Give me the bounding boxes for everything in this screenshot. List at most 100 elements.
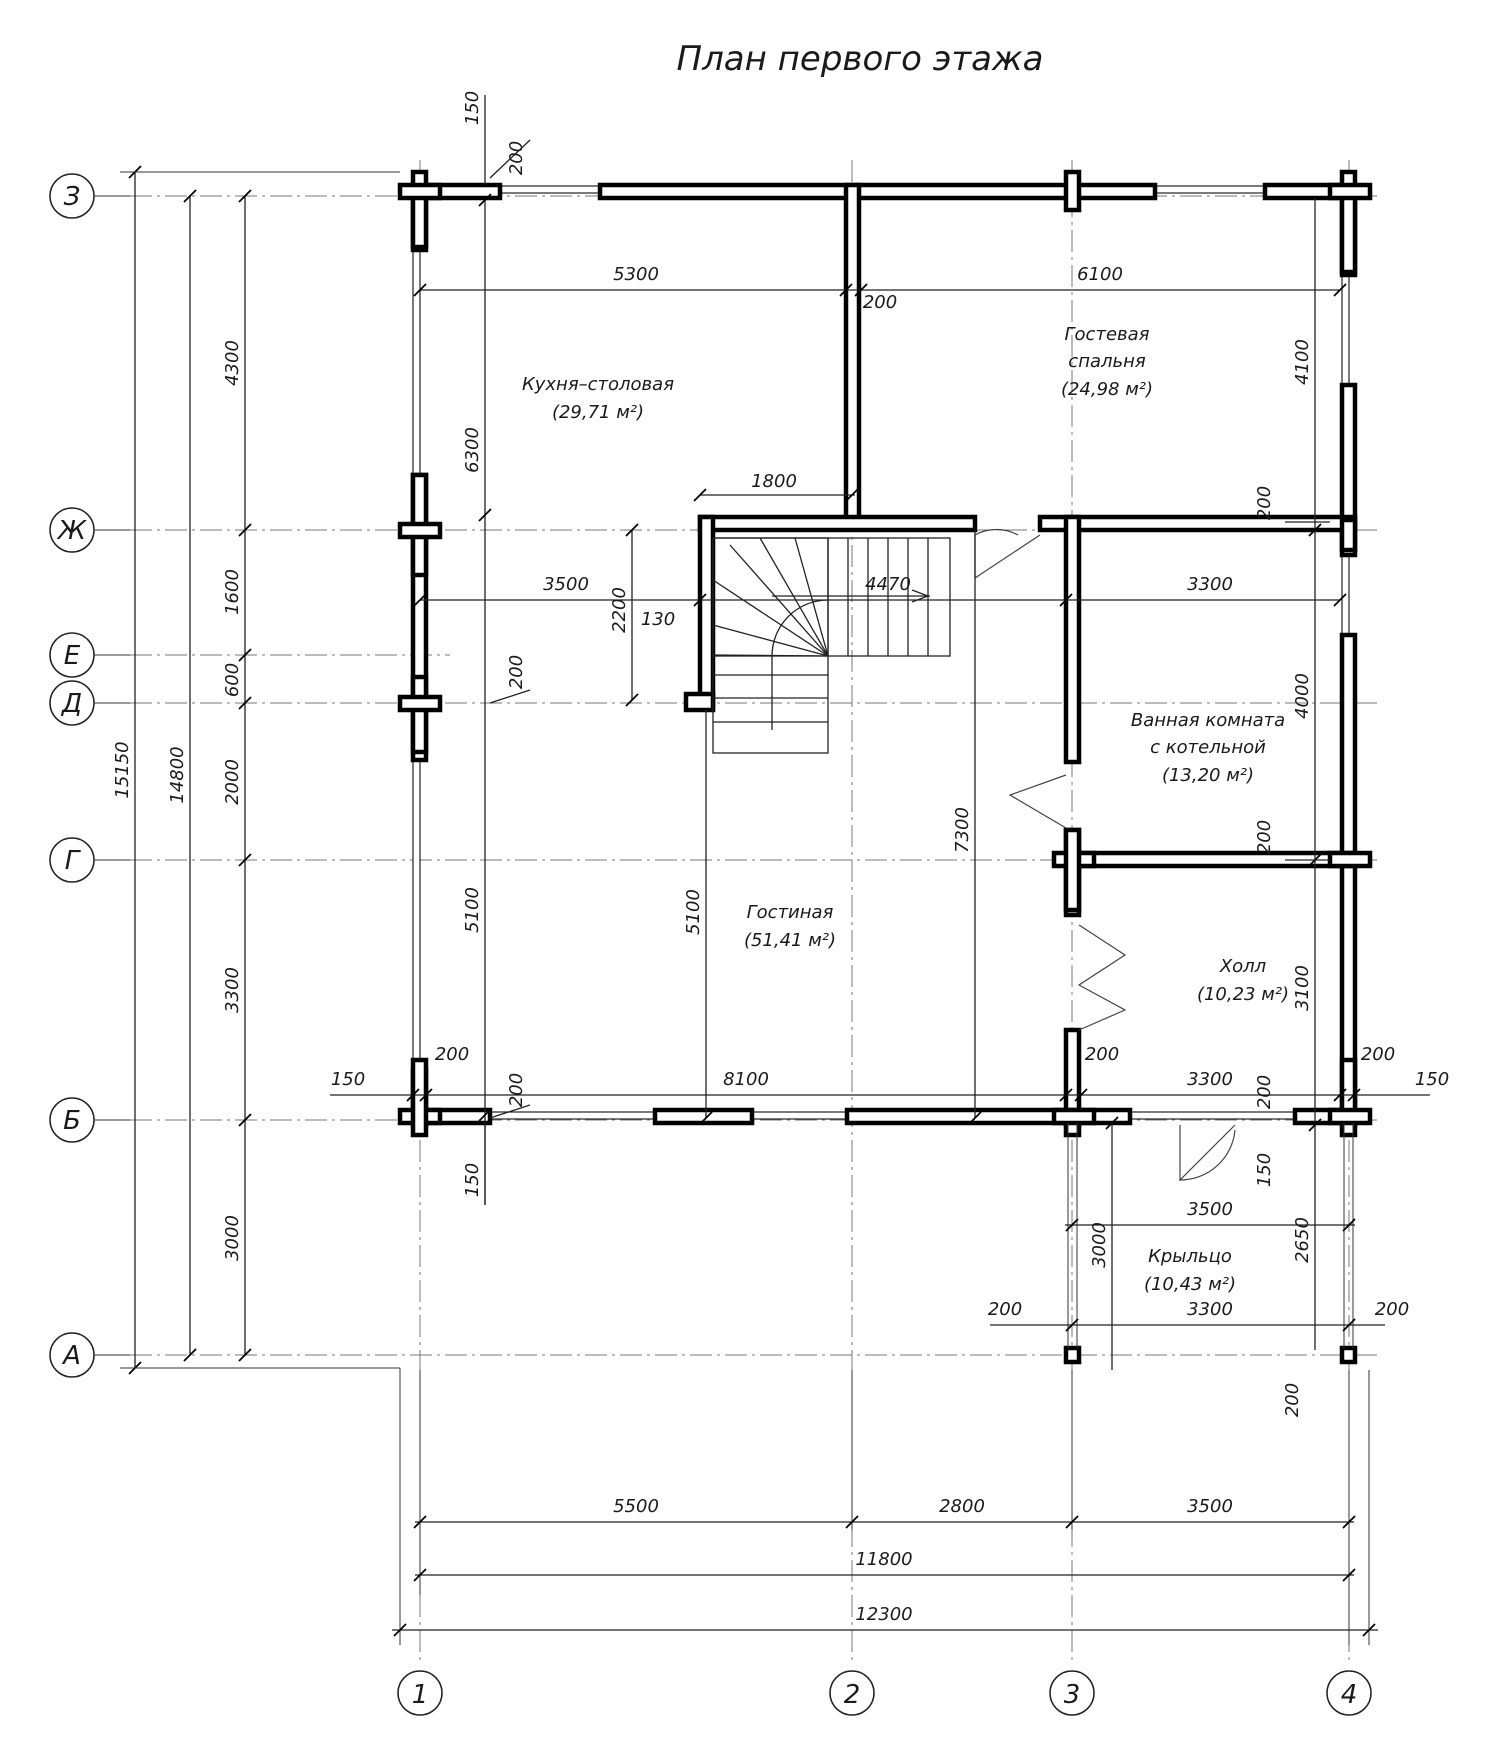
svg-text:с котельной: с котельной bbox=[1150, 737, 1266, 758]
plan-title: План первого этажа bbox=[677, 39, 1044, 79]
axis-lines bbox=[95, 160, 1380, 1660]
dim-6300: 6300 bbox=[462, 427, 483, 473]
windows bbox=[412, 185, 1350, 1120]
doors bbox=[974, 529, 1236, 1182]
dim-200-hall-left: 200 bbox=[1085, 1044, 1119, 1065]
axis-marker-col-3: 3 bbox=[1049, 1670, 1095, 1716]
dim-2650: 2650 bbox=[1292, 1217, 1313, 1263]
svg-text:спальня: спальня bbox=[1068, 351, 1146, 372]
svg-text:(13,20 м²): (13,20 м²) bbox=[1162, 765, 1254, 786]
dim-150-porch: 150 bbox=[1254, 1153, 1275, 1187]
svg-text:Ванная комната: Ванная комната bbox=[1131, 710, 1285, 731]
dim-5100-left: 5100 bbox=[462, 887, 483, 933]
dim-3000-porch: 3000 bbox=[1089, 1222, 1110, 1268]
dim-5300: 5300 bbox=[613, 264, 659, 285]
dim-200-right-outer: 200 bbox=[1361, 1044, 1395, 1065]
dim-150-top: 150 bbox=[462, 91, 483, 125]
dim-600: 600 bbox=[222, 663, 243, 697]
dim-150-bottom-left: 150 bbox=[331, 1069, 365, 1090]
svg-text:Ж: Ж bbox=[56, 516, 87, 546]
axis-marker-col-2: 2 bbox=[829, 1670, 875, 1716]
log-corner-crosses bbox=[397, 169, 1373, 1365]
dim-150-right: 150 bbox=[1415, 1069, 1449, 1090]
dim-4300: 4300 bbox=[222, 340, 243, 386]
axis-marker-row-zh: Ж bbox=[49, 507, 95, 553]
dim-15150: 15150 bbox=[112, 741, 133, 798]
dim-12300: 12300 bbox=[855, 1604, 912, 1625]
svg-text:(10,23 м²): (10,23 м²) bbox=[1197, 984, 1289, 1005]
svg-text:1: 1 bbox=[412, 1680, 429, 1710]
dim-3100: 3100 bbox=[1292, 965, 1313, 1011]
svg-text:Г: Г bbox=[65, 846, 82, 876]
axis-row-connectors bbox=[94, 195, 130, 1356]
svg-text:(29,71 м²): (29,71 м²) bbox=[552, 402, 644, 423]
dim-14800: 14800 bbox=[167, 746, 188, 803]
svg-text:2: 2 bbox=[844, 1680, 861, 1710]
staircase bbox=[712, 537, 951, 754]
bottom-dimension-chains bbox=[392, 1368, 1378, 1645]
svg-text:(51,41 м²): (51,41 м²) bbox=[744, 930, 836, 951]
room-label-hall: Холл (10,23 м²) bbox=[1197, 956, 1289, 1005]
room-label-porch: Крыльцо (10,43 м²) bbox=[1144, 1246, 1236, 1295]
axis-marker-col-1: 1 bbox=[397, 1670, 443, 1716]
dim-5100-stair: 5100 bbox=[683, 889, 704, 935]
leader-200-top bbox=[489, 139, 531, 179]
room-label-kitchen: Кухня–столовая (29,71 м²) bbox=[522, 374, 674, 423]
dim-200-right-3: 200 bbox=[1254, 1075, 1275, 1109]
svg-text:Гостевая: Гостевая bbox=[1065, 324, 1150, 345]
dim-4100: 4100 bbox=[1292, 339, 1313, 385]
dim-1800: 1800 bbox=[751, 471, 797, 492]
dim-200-top: 200 bbox=[506, 141, 527, 175]
dim-6100: 6100 bbox=[1077, 264, 1123, 285]
dim-200-d: 200 bbox=[506, 655, 527, 689]
dim-200-bottom-2: 200 bbox=[506, 1073, 527, 1107]
dim-200-right-1: 200 bbox=[1254, 486, 1275, 520]
dim-150-bottom-3: 150 bbox=[462, 1163, 483, 1197]
dim-200-bottom-left: 200 bbox=[435, 1044, 469, 1065]
axis-marker-row-b: Б bbox=[49, 1097, 95, 1143]
dim-3000-left: 3000 bbox=[222, 1215, 243, 1261]
dim-11800: 11800 bbox=[855, 1549, 912, 1570]
svg-text:Гостиная: Гостиная bbox=[747, 902, 834, 923]
dim-5500: 5500 bbox=[613, 1496, 659, 1517]
dim-1600: 1600 bbox=[222, 569, 243, 615]
svg-text:Б: Б bbox=[63, 1106, 81, 1136]
dim-130: 130 bbox=[641, 609, 675, 630]
dim-3500-porch: 3500 bbox=[1187, 1199, 1233, 1220]
dim-2200: 2200 bbox=[609, 587, 630, 633]
axis-marker-col-4: 4 bbox=[1326, 1670, 1372, 1716]
svg-text:Д: Д bbox=[61, 689, 82, 719]
axis-marker-row-z: З bbox=[49, 173, 95, 219]
dim-200-right-2: 200 bbox=[1254, 820, 1275, 854]
leader-200-bottom-2 bbox=[489, 1104, 531, 1119]
dim-200-partition: 200 bbox=[863, 292, 897, 313]
leader-200-d bbox=[489, 689, 531, 704]
dim-3300-left: 3300 bbox=[222, 967, 243, 1013]
room-label-living-room: Гостиная (51,41 м²) bbox=[744, 902, 836, 951]
dim-8100: 8100 bbox=[723, 1069, 769, 1090]
dim-2800: 2800 bbox=[939, 1496, 985, 1517]
dim-3300-bath: 3300 bbox=[1187, 574, 1233, 595]
svg-text:Холл: Холл bbox=[1219, 956, 1266, 977]
axis-marker-row-e: Е bbox=[49, 632, 95, 678]
dim-3500-interior: 3500 bbox=[543, 574, 589, 595]
axis-marker-row-d: Д bbox=[49, 680, 95, 726]
svg-text:Крыльцо: Крыльцо bbox=[1148, 1246, 1232, 1267]
porch-outline bbox=[1067, 1123, 1354, 1348]
axis-marker-row-g: Г bbox=[49, 837, 95, 883]
axis-marker-row-a: А bbox=[49, 1332, 95, 1378]
dim-200-porch-right: 200 bbox=[1375, 1299, 1409, 1320]
svg-text:З: З bbox=[64, 182, 81, 212]
svg-text:4: 4 bbox=[1341, 1680, 1358, 1710]
svg-text:(10,43 м²): (10,43 м²) bbox=[1144, 1274, 1236, 1295]
dim-3300-porch: 3300 bbox=[1187, 1299, 1233, 1320]
room-label-guest-bedroom: Гостевая спальня (24,98 м²) bbox=[1061, 324, 1153, 400]
left-dimension-chains bbox=[120, 165, 400, 1375]
dim-200-porch-bottom: 200 bbox=[1282, 1383, 1303, 1417]
dim-4470: 4470 bbox=[865, 574, 911, 595]
dim-3500-bottom: 3500 bbox=[1187, 1496, 1233, 1517]
dim-3300-hall: 3300 bbox=[1187, 1069, 1233, 1090]
room-label-bathroom: Ванная комната с котельной (13,20 м²) bbox=[1131, 710, 1285, 786]
dim-2000: 2000 bbox=[222, 759, 243, 805]
dim-200-porch-left: 200 bbox=[988, 1299, 1022, 1320]
